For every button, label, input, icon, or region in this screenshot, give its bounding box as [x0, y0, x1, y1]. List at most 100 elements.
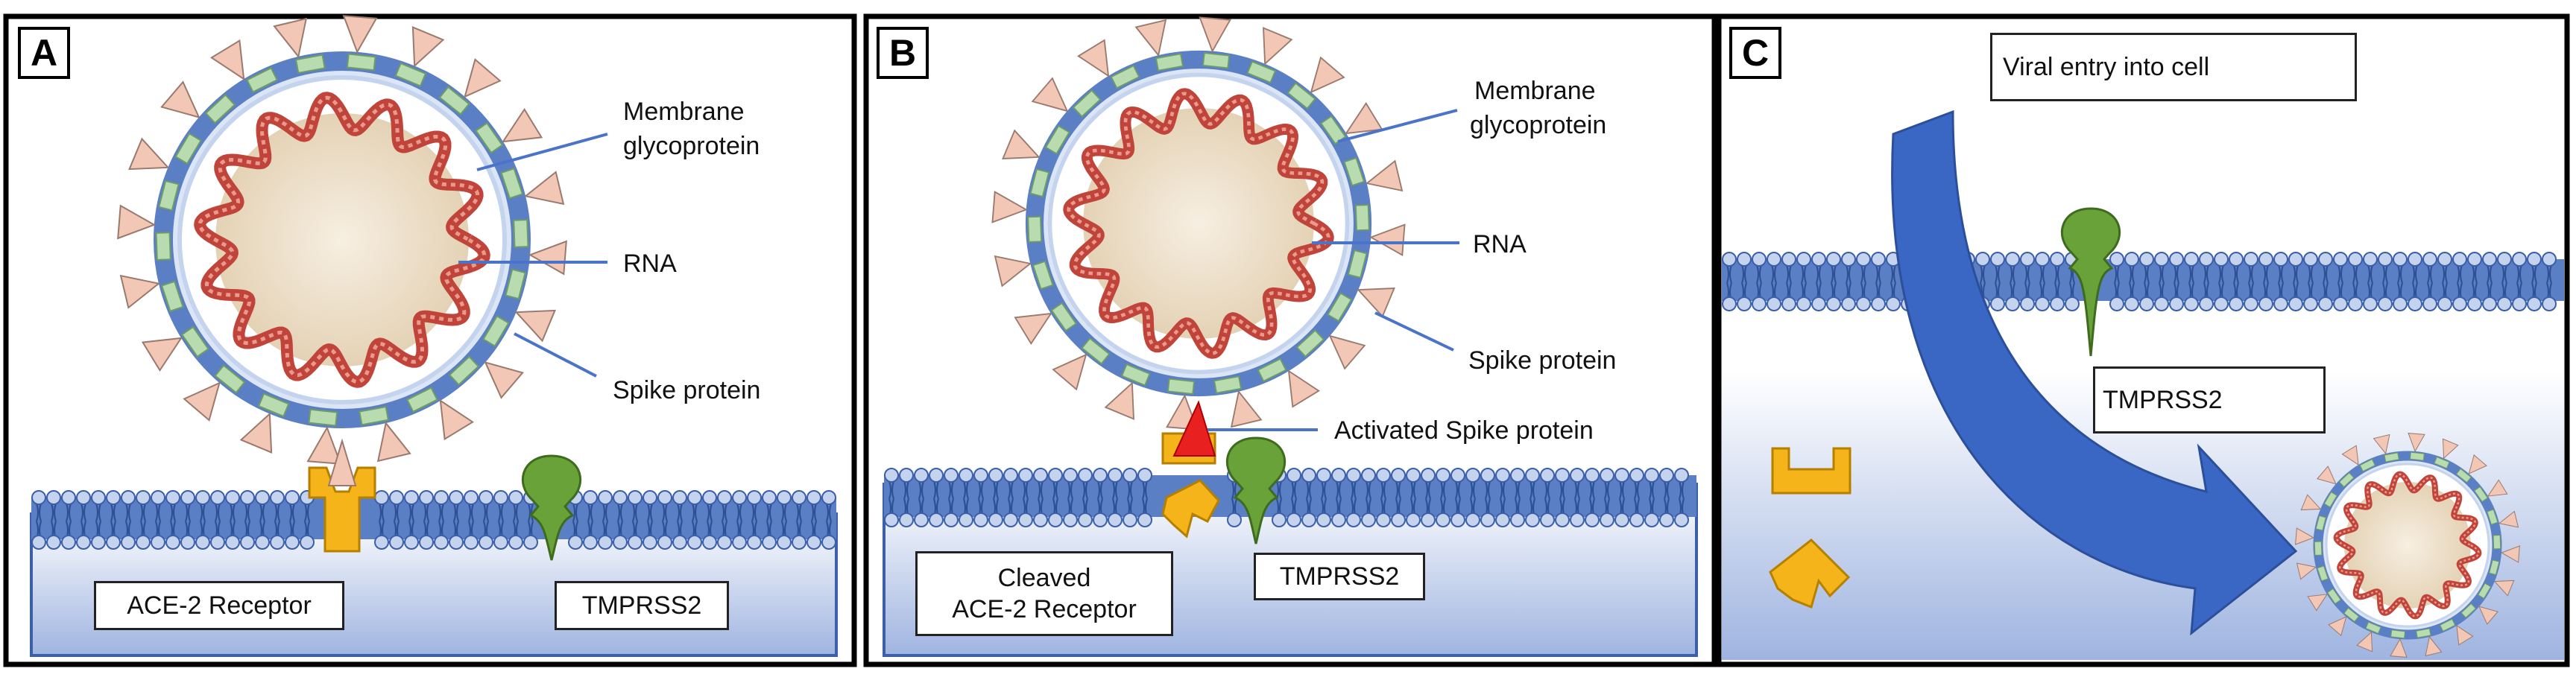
lipid-tail: [903, 480, 909, 518]
lipid-head: [1826, 296, 1841, 311]
lipid-tail: [1634, 480, 1640, 518]
spike-protein: [439, 398, 475, 441]
lipid-tail: [1801, 264, 1807, 302]
membrane-glycoprotein: [405, 387, 438, 413]
membrane-glycoprotein: [1050, 302, 1077, 332]
membrane-glycoprotein: [1327, 292, 1353, 323]
lipid-tail: [453, 503, 459, 540]
lipid-tail: [468, 503, 474, 540]
lipid-tail: [2188, 264, 2194, 302]
cleaved-ace2-top-c: [1771, 447, 1852, 495]
spike-protein: [306, 425, 342, 465]
lipid-head: [821, 535, 836, 550]
spike-protein: [2456, 624, 2474, 646]
lipid-tail: [1485, 480, 1491, 518]
lipid-head: [46, 490, 61, 505]
spike-protein: [376, 421, 411, 463]
membrane-glycoprotein: [1081, 337, 1111, 365]
lipid-tail: [2487, 264, 2493, 302]
lipid-tail: [1291, 480, 1297, 518]
lipid-head: [2318, 296, 2333, 311]
lipid-head: [2467, 296, 2482, 311]
lipid-head: [1033, 512, 1048, 527]
membrane-glycoprotein: [2326, 588, 2341, 605]
rna-strand-highlight: [1067, 92, 1330, 355]
activated-spike-b: [1172, 400, 1216, 457]
lipid-tail: [602, 503, 608, 540]
spike-protein: [2373, 433, 2390, 455]
lipid-head: [2482, 296, 2497, 311]
ace2-receptor-a: [308, 466, 376, 553]
lipid-head: [747, 535, 762, 550]
lipid-head: [374, 535, 389, 550]
lipid-head: [777, 490, 792, 505]
lipid-tail: [1875, 264, 1881, 302]
panel-label-b: B: [877, 27, 929, 79]
lipid-head: [1003, 512, 1018, 527]
lipid-head: [1614, 468, 1629, 483]
ace2-receptor-label-a: ACE-2 Receptor: [94, 581, 344, 630]
lipid-tail: [1995, 264, 2001, 302]
membrane-glycoprotein: [1072, 89, 1102, 118]
lipid-head: [2378, 252, 2393, 267]
spike-protein: [1077, 39, 1110, 77]
lipid-head: [1781, 252, 1796, 267]
lipid-head: [419, 490, 434, 505]
spike-protein: [2317, 466, 2337, 485]
lipid-head: [1540, 468, 1555, 483]
spike-protein: [2300, 494, 2322, 511]
lipid-tail: [2501, 264, 2507, 302]
lipid-head: [1796, 252, 1811, 267]
lipid-head: [2139, 252, 2154, 267]
lipid-head: [479, 535, 493, 550]
lipid-tail: [978, 480, 984, 518]
virus-b: [991, 16, 1406, 431]
lipid-head: [702, 535, 717, 550]
lipid-head: [1093, 468, 1108, 483]
lipid-tail: [1097, 480, 1103, 518]
lipid-head: [1361, 468, 1376, 483]
lipid-head: [1436, 512, 1450, 527]
lipid-head: [121, 490, 136, 505]
lipid-head: [1108, 468, 1123, 483]
lipid-tail: [2278, 264, 2284, 302]
lipid-tail: [2010, 264, 2015, 302]
lipid-head: [1450, 512, 1465, 527]
spike-protein: [411, 26, 445, 68]
lipid-tail: [483, 503, 489, 540]
spike-protein: [528, 240, 567, 276]
lipid-tail: [2203, 264, 2209, 302]
lipid-head: [944, 512, 959, 527]
lipid-head: [2035, 296, 2050, 311]
spike-protein: [209, 39, 245, 81]
lipid-head: [628, 490, 643, 505]
lipid-tail: [408, 503, 414, 540]
lipid-head: [806, 490, 821, 505]
lipid-head: [1346, 468, 1361, 483]
lipid-tail: [2069, 264, 2075, 302]
lipid-tail: [993, 480, 999, 518]
membrane-glycoprotein: [500, 168, 524, 200]
lipid-tail: [1142, 480, 1148, 518]
membrane-glycoprotein: [1257, 358, 1287, 382]
lipid-head: [1811, 296, 1826, 311]
lipid-head: [449, 535, 464, 550]
lipid-head: [2348, 296, 2363, 311]
membrane-glycoprotein: [158, 180, 180, 212]
lipid-head: [1767, 252, 1781, 267]
membrane-glycoprotein: [2474, 486, 2489, 503]
lipid-tail: [140, 503, 146, 540]
lipid-tail: [1052, 480, 1058, 518]
spike-protein: [1263, 27, 1293, 66]
label-spike-a: Spike protein: [613, 376, 761, 404]
lipid-head: [1871, 252, 1886, 267]
lipid-head: [1525, 512, 1540, 527]
lipid-tail: [125, 503, 131, 540]
lipid-tail: [513, 503, 519, 540]
lipid-tail: [692, 503, 698, 540]
viral-entry-arrow: [1891, 109, 2298, 636]
lipid-head: [1767, 296, 1781, 311]
lipid-tail: [751, 503, 757, 540]
lipid-head: [2229, 252, 2244, 267]
membrane-glycoprotein: [346, 53, 376, 72]
